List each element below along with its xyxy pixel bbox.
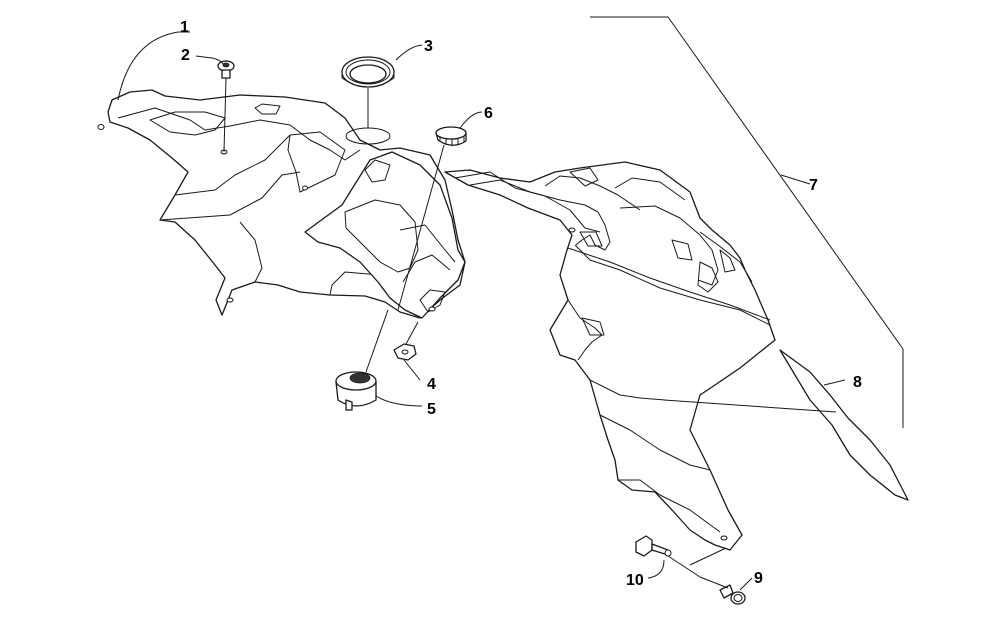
console-cover-part xyxy=(97,89,466,319)
callout-5: 5 xyxy=(427,401,436,418)
leader-7 xyxy=(590,16,904,428)
leader-2 xyxy=(195,55,225,67)
filler-cap-part xyxy=(435,126,467,146)
leader-8 xyxy=(823,379,846,386)
callout-2: 2 xyxy=(181,47,190,64)
leader-2-drop xyxy=(223,77,227,153)
callout-6: 6 xyxy=(484,105,493,122)
leader-5-up xyxy=(365,309,389,373)
leader-4 xyxy=(403,359,421,381)
leader-10 xyxy=(647,559,665,579)
callout-1: 1 xyxy=(180,19,189,36)
leader-4-up xyxy=(405,321,419,345)
leader-6-drop xyxy=(397,144,445,311)
gasket-ring-part xyxy=(341,56,395,88)
callout-7: 7 xyxy=(809,177,818,194)
leader-8-center xyxy=(663,399,837,413)
leader-1 xyxy=(117,31,179,101)
side-panel-part xyxy=(444,161,776,551)
retainer-part xyxy=(635,535,672,557)
leader-9-link xyxy=(699,576,729,589)
leader-5 xyxy=(375,395,423,407)
leader-lines xyxy=(117,16,904,591)
leader-7-mid xyxy=(780,174,811,185)
callout-9: 9 xyxy=(754,570,763,587)
leader-10-up xyxy=(689,547,727,566)
ignition-switch-part xyxy=(335,371,377,411)
leader-3 xyxy=(395,44,423,61)
screw-part xyxy=(217,60,235,79)
callout-8: 8 xyxy=(853,374,862,391)
clip-part xyxy=(393,343,417,361)
callout-3: 3 xyxy=(424,38,433,55)
leader-6 xyxy=(459,111,483,129)
leader-10-link xyxy=(667,555,701,578)
leader-9 xyxy=(739,577,753,591)
callout-4: 4 xyxy=(427,376,436,393)
callout-10: 10 xyxy=(626,572,644,589)
fastener-part xyxy=(719,584,746,605)
callout-labels: 1 2 3 4 5 6 7 8 9 10 xyxy=(180,19,862,589)
decal-part xyxy=(779,349,909,501)
